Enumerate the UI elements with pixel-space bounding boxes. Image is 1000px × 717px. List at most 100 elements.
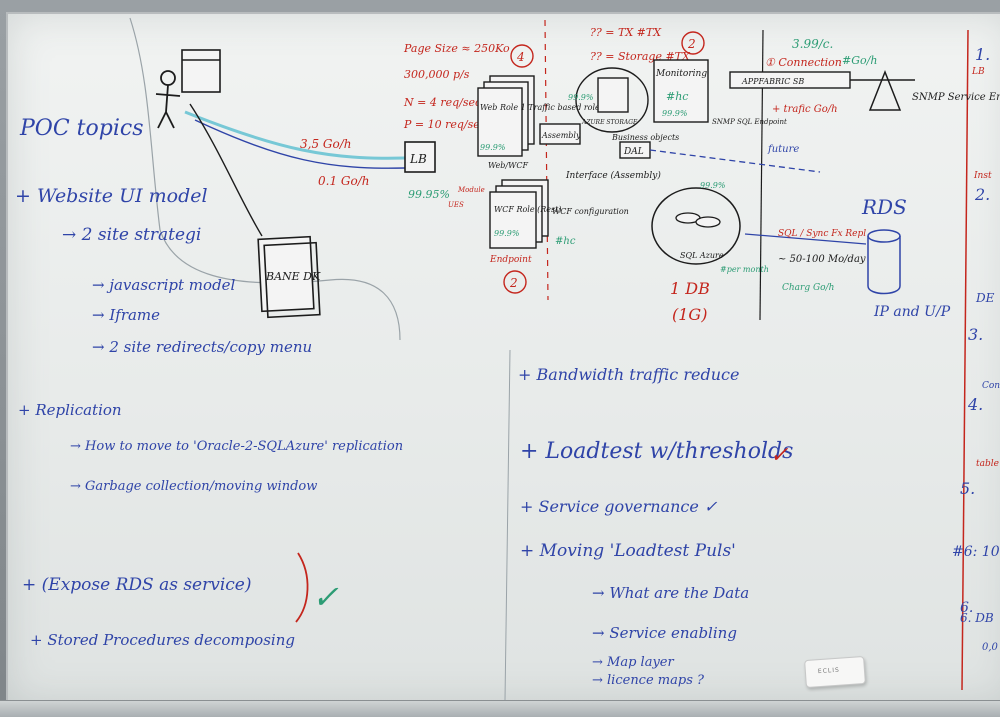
go-per-hour-tag: #Go/h <box>842 54 877 67</box>
browser-window-icon <box>181 49 221 93</box>
load-balancer-label: LB <box>409 152 427 166</box>
right-num-5: 5. <box>960 479 975 498</box>
per-month-tag: #per month <box>720 265 769 274</box>
appfabric-label: APPFABRIC SB <box>741 77 804 86</box>
whiteboard-eraser: ECLIS <box>804 655 866 689</box>
dal-label: DAL <box>623 147 644 157</box>
wcf-role-boxes <box>489 179 549 249</box>
right-num-2: 2. <box>974 185 990 204</box>
arrow-to-bank <box>189 103 263 237</box>
zone-2-top-number: 2 <box>687 37 696 51</box>
monitoring-tag: #hc <box>666 90 688 103</box>
connection-price: 3.99/c. <box>792 37 833 51</box>
rds-label: RDS <box>861 195 907 219</box>
db-count: 1 DB <box>670 279 710 298</box>
load-balancer-box <box>404 141 436 173</box>
azure-storage-sla: 99.9% <box>568 93 594 102</box>
right-note-00: 0,0 <box>982 642 999 653</box>
monitoring-sla: 99.9% <box>662 109 688 118</box>
assembly-box <box>539 123 581 145</box>
wcf-role-label: WCF Role (Rest) <box>494 205 561 214</box>
interface-label: Interface (Assembly) <box>565 170 661 181</box>
marker-tray <box>0 700 1000 717</box>
web-role-sla: 99.9% <box>480 143 506 152</box>
rds-sync-arrow <box>744 233 867 245</box>
zone-2-bottom-number: 2 <box>509 276 518 290</box>
web-role-label: Web Role 1 Traffic based role <box>480 103 600 112</box>
bandwidth-in-label: 3,5 Go/h <box>300 137 351 151</box>
charge-label: Charg Go/h <box>782 283 834 293</box>
expose-rds-bracket <box>295 552 309 623</box>
db-size: (1G) <box>672 305 707 324</box>
topic-website-ui: + Website UI model <box>15 185 208 207</box>
web-role-caption: Web/WCF <box>488 161 528 170</box>
bank-box-label: BANE DK <box>265 270 321 283</box>
traffic-flow-teal <box>184 110 406 160</box>
rds-cylinder-top <box>867 229 901 243</box>
eraser-brand: ECLIS <box>817 666 841 676</box>
topic-garbage-collection: → Garbage collection/moving window <box>70 479 317 494</box>
tx-note: ?? = TX #TX <box>590 26 662 39</box>
wcf-config-label: WCF configuration <box>552 207 629 216</box>
moving-loadtest-item: + Moving 'Loadtest Puls' <box>520 541 736 561</box>
monitoring-label: Monitoring <box>655 69 707 79</box>
ues-label: UES <box>448 201 464 209</box>
center-divider-line <box>504 349 511 701</box>
right-num-6: 6. <box>960 600 973 616</box>
right-note-de: DE <box>975 291 995 305</box>
right-edge-notes: LB Inst DE Con table #6: 10 6. DB 0,0 <box>952 67 1000 653</box>
section-divider-curve <box>129 17 401 341</box>
right-note-table: table <box>976 459 999 469</box>
future-dashed-arrow <box>649 149 821 173</box>
zone-4-number: 4 <box>516 50 525 64</box>
sql-azure-circle <box>651 187 741 265</box>
pages-per-second: 300,000 p/s <box>404 68 470 81</box>
zone-2-bottom-circle <box>503 270 527 294</box>
module-label: Module <box>457 186 485 194</box>
sql-db-icon-2 <box>695 216 721 228</box>
right-note-db: 6. DB <box>960 611 994 625</box>
topic-oracle-replication: → How to move to 'Oracle-2-SQLAzure' rep… <box>70 439 403 454</box>
right-num-4: 4. <box>967 395 983 414</box>
business-objects-label: Business objects <box>611 133 679 142</box>
load-balancer-sla: 99.95% <box>408 188 450 201</box>
topic-iframe: → Iframe <box>92 306 160 324</box>
connection-label: ① Connection <box>765 56 842 69</box>
sync-volume: ~ 50-100 Mo/day <box>778 254 866 265</box>
azure-storage-doc-icon <box>597 77 629 113</box>
sql-azure-label: SQL Azure <box>680 251 724 260</box>
service-enabling-subitem: → Service enabling <box>592 624 737 642</box>
web-role-boxes <box>477 75 535 157</box>
bandwidth-out-label: 0.1 Go/h <box>318 174 369 188</box>
wcf-role-sla: 99.9% <box>494 229 520 238</box>
right-note-con: Con <box>982 381 1000 391</box>
sync-label: SQL / Sync Fx Repl <box>778 229 866 239</box>
right-red-margin-line <box>961 29 969 691</box>
data-subitem: → What are the Data <box>592 584 749 602</box>
bank-box <box>257 235 321 319</box>
sql-azure-sla: 99.9% <box>700 181 726 190</box>
traffic-flow-blue <box>194 119 406 169</box>
assembly-label: Assembly <box>541 131 581 140</box>
page-size-label: Page Size ≈ 250Ko <box>403 42 510 55</box>
azure-storage-label: AZURE STORAGE <box>581 119 638 126</box>
zone-2-top-circle <box>681 31 705 55</box>
topic-2-site-strategy: → 2 site strategi <box>62 225 201 245</box>
bandwidth-reduce-item: + Bandwidth traffic reduce <box>518 365 739 384</box>
azure-storage-circle <box>575 67 649 133</box>
loadtest-item: + Loadtest w/thresholds <box>520 439 793 464</box>
rds-cylinder <box>867 236 901 295</box>
red-dashed-divider <box>544 19 549 301</box>
topic-site-redirects: → 2 site redirects/copy menu <box>92 338 312 356</box>
snmp-service-label: SNMP Service Endpoint <box>912 92 1000 103</box>
user-stick-figure <box>155 70 181 129</box>
snmp-sql-endpoint: SNMP SQL Endpoint <box>712 118 787 126</box>
map-layer-subitem: → Map layer <box>592 655 674 670</box>
future-label: future <box>767 144 799 155</box>
ip-up-label: IP and U/P <box>873 304 951 320</box>
snmp-antenna-icon <box>868 69 902 111</box>
traffic-go-label: + trafic Go/h <box>772 104 838 115</box>
expose-rds-check: ✓ <box>312 578 339 616</box>
